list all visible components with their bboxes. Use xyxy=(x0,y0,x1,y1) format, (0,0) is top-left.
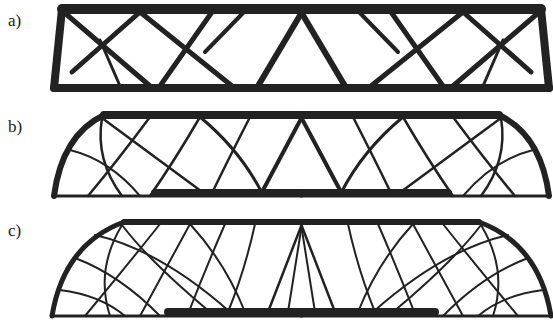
panel-label: c) xyxy=(8,222,21,239)
panel-label: b) xyxy=(8,118,22,135)
panel-label: a) xyxy=(8,12,21,29)
